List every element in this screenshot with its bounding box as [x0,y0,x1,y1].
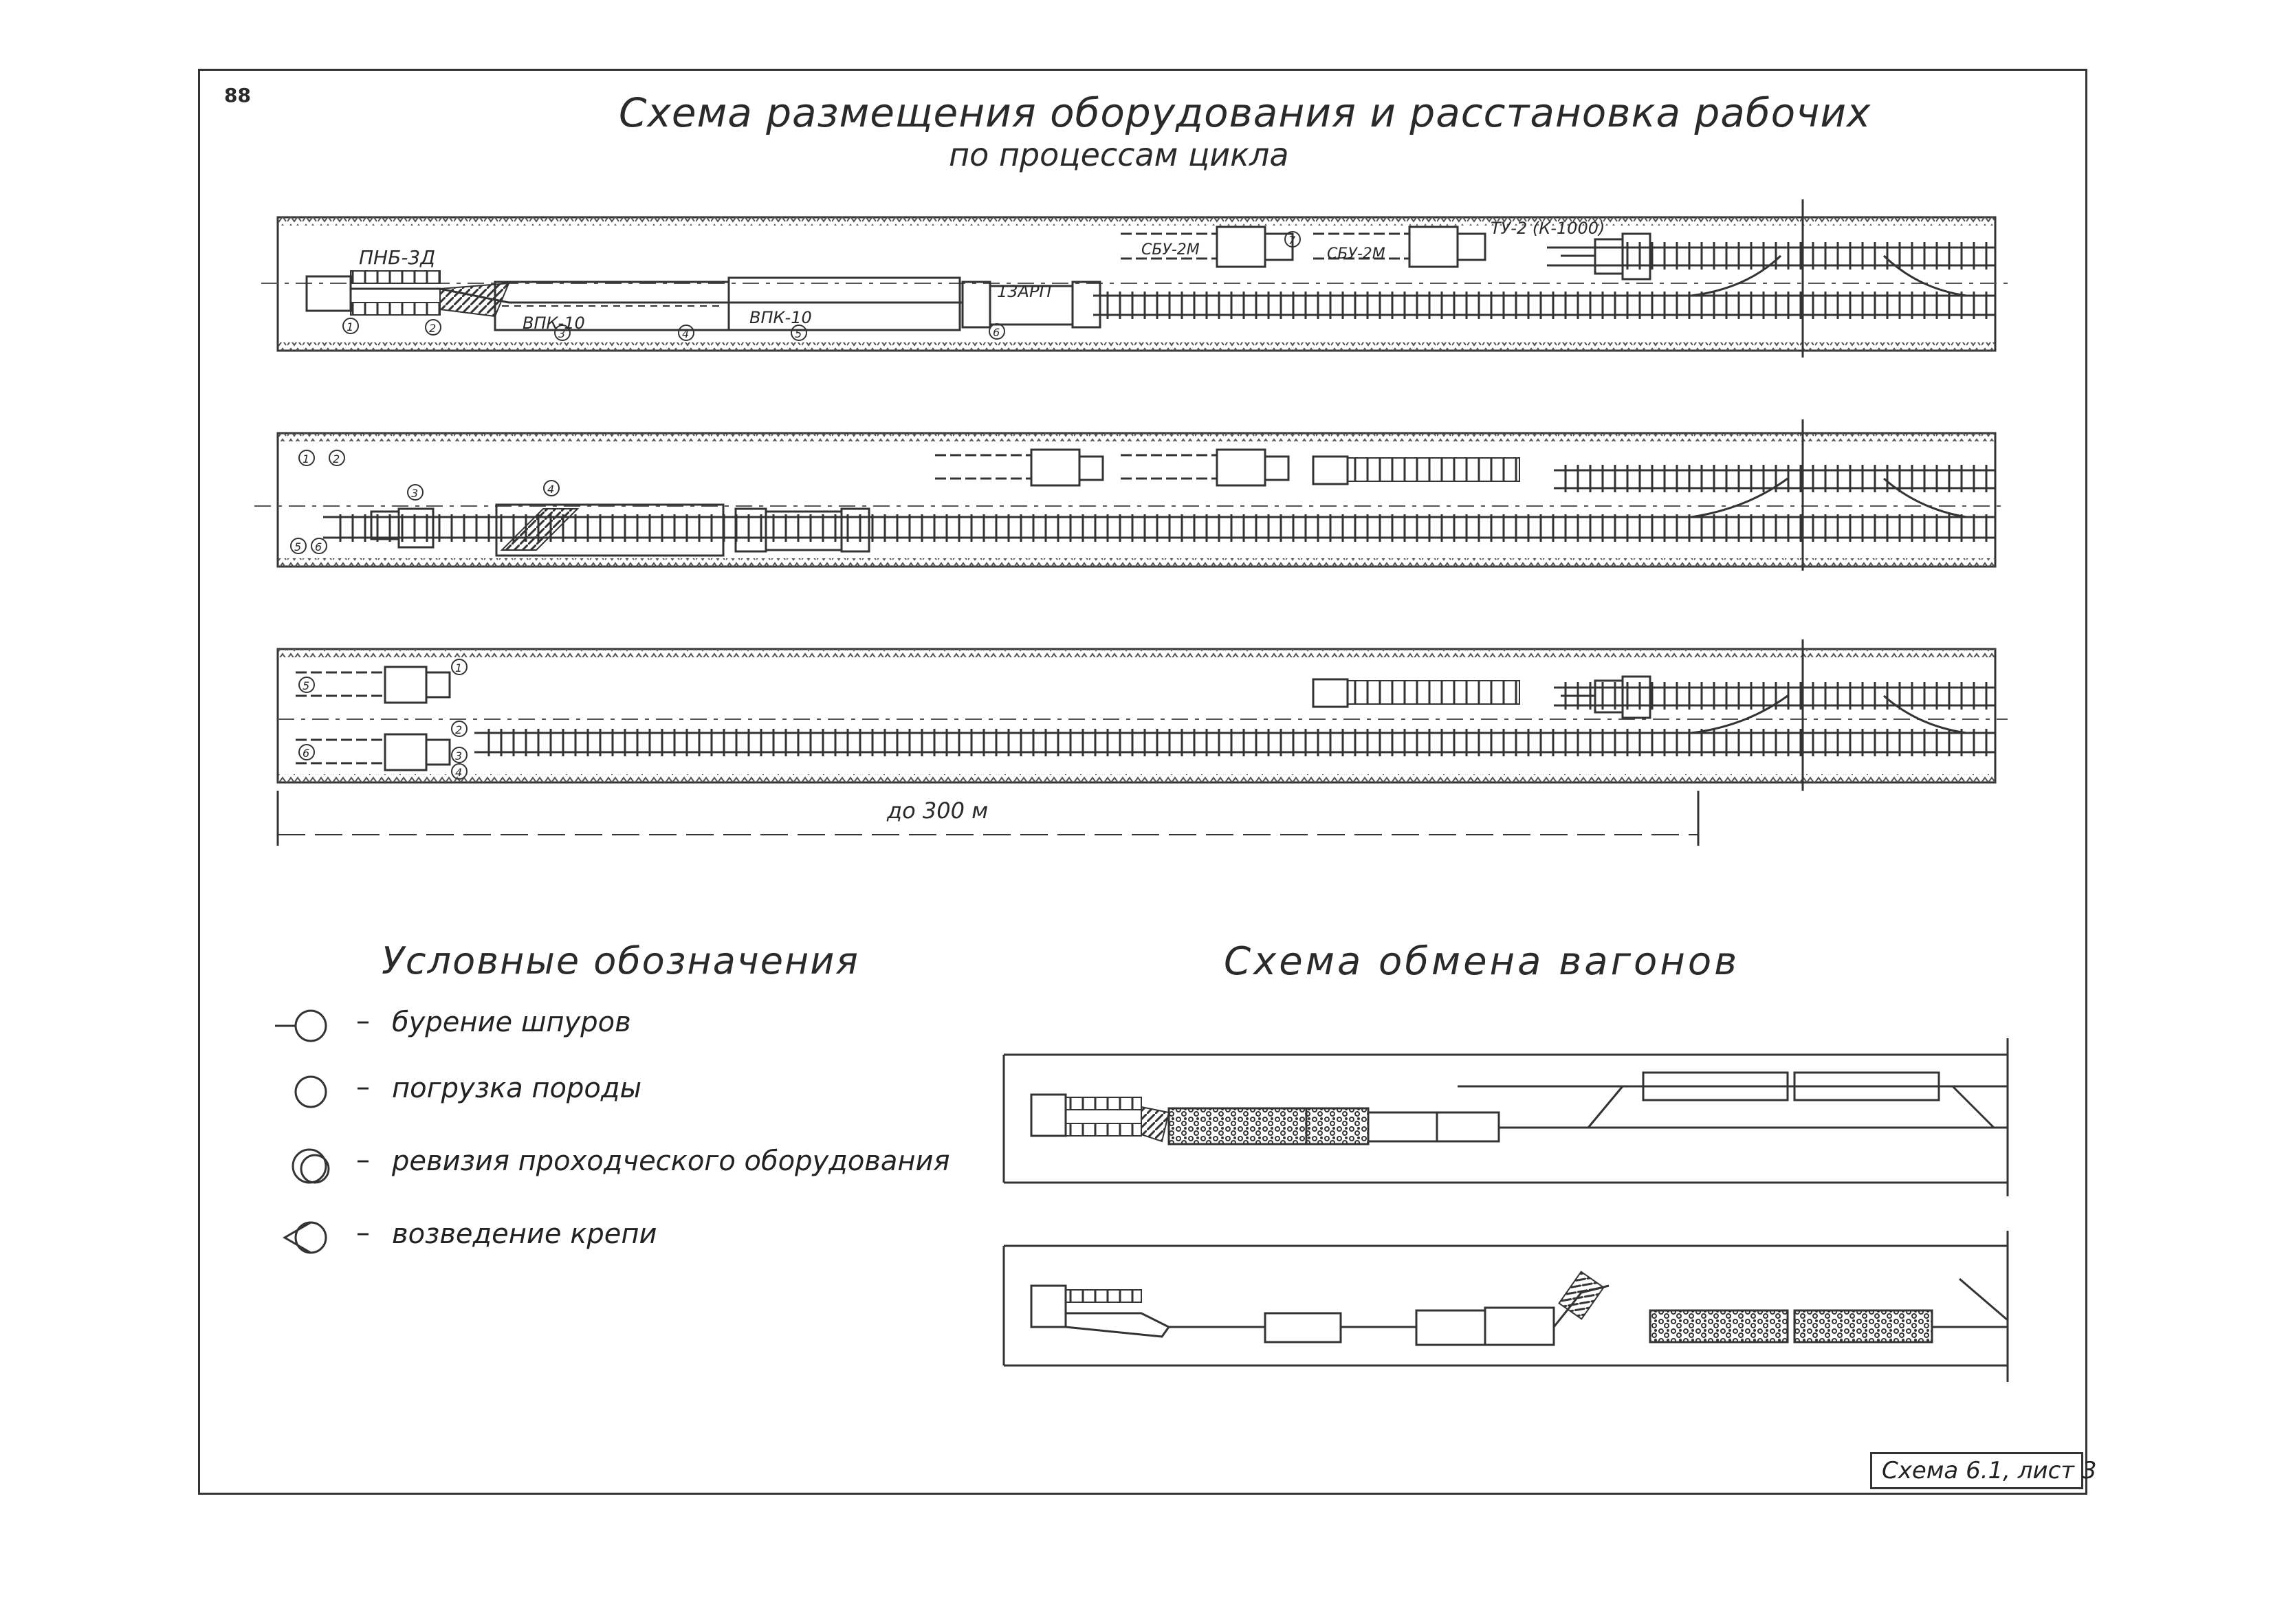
svg-text:5: 5 [303,679,309,692]
drill-rig-at-face [296,733,451,771]
svg-text:1: 1 [347,320,353,333]
label-conveyor-2: ВПК-10 [749,308,812,327]
worker-marker: 3 [451,747,468,763]
worker-marker: 4 [451,763,468,780]
drill-rig-2 [1313,226,1486,268]
svg-text:1: 1 [455,661,462,674]
worker-marker: 5 [791,325,807,341]
worker-marker: 2 [425,319,441,336]
drill-marker-icon [275,1009,327,1042]
label-loader: ПНБ-3Д [359,246,435,269]
svg-text:2: 2 [333,452,340,465]
track-switch [1882,254,1967,297]
rock-hatching-bottom [278,342,1995,351]
legend-text: погрузка породы [392,1073,642,1104]
empty-car [1415,1309,1486,1346]
rock-hatching-top [278,217,1995,226]
car-exchange-scheme-2 [1002,1231,2009,1382]
circle-marker-icon [294,1075,327,1108]
page-number: 88 [224,84,251,107]
distance-dimension [276,791,1700,846]
exchange-scheme-title: Схема обмена вагонов [1224,939,1740,984]
car-changer [1561,675,1651,719]
legend-title: Условные обозначения [382,939,859,983]
legend-text: возведение крепи [392,1218,657,1250]
svg-text:3: 3 [558,327,565,340]
label-drill-rig-2: СБУ-2М [1327,245,1385,263]
drill-rig-at-face [296,666,451,704]
face-icon [1030,1093,1067,1137]
worker-marker: 3 [407,484,424,501]
support-marker-icon [283,1221,327,1254]
empty-car [1642,1071,1789,1101]
car-exchange-scheme-1 [1002,1038,2009,1196]
label-dump-car: 13АРП [997,282,1051,301]
svg-text:6: 6 [303,747,309,760]
double-circle-marker-icon [292,1148,330,1184]
loader-at-muck [495,503,725,557]
worker-marker: 1 [451,659,468,675]
track-switch [1691,254,1782,297]
scheme-3-drilling-cut: 1 2 3 4 5 6 [276,639,2008,791]
worker-marker: 3 [554,325,571,341]
worker-marker: 4 [678,325,694,341]
diagram-title: Схема размещения оборудования и расстано… [619,89,1871,136]
svg-text:5: 5 [294,540,301,553]
svg-text:3: 3 [411,487,418,500]
worker-marker: 5 [290,538,307,554]
worker-marker: 6 [298,744,315,760]
scheme-1-drilling: ПНБ-3Д ВПК-10 ВПК-10 13АРП СБУ-2М СБУ-2М… [261,199,2008,358]
svg-text:5: 5 [795,327,802,340]
loaded-car [1793,1309,1933,1343]
drawing-sheet-frame [198,69,2087,1495]
svg-text:4: 4 [547,483,554,496]
worker-marker: 4 [543,480,560,496]
worker-marker: 6 [311,538,327,554]
label-conveyor-1: ВПК-10 [523,314,585,333]
svg-text:3: 3 [455,749,462,762]
legend-text: бурение шпуров [392,1007,631,1038]
drill-rig-parked [1121,448,1290,487]
drill-rig-parked [935,448,1104,487]
car-changer [1561,232,1651,281]
worker-marker: 7 [1284,231,1301,248]
svg-text:2: 2 [429,322,436,335]
scheme-2-loading: 1 2 3 4 5 6 [254,419,2008,571]
legend-dash: – [356,1005,370,1037]
label-car-changer: ТУ-2 (К-1000) [1491,219,1605,238]
loader-parked [1312,678,1520,708]
empty-car [1793,1071,1940,1101]
legend-dash: – [356,1217,370,1249]
worker-marker: 1 [342,318,359,334]
face-icon [1030,1284,1067,1328]
worker-marker: 1 [298,450,315,466]
diagram-subtitle: по процессам цикла [949,136,1289,173]
tunnel-outline [276,648,1997,784]
svg-text:1: 1 [303,452,309,465]
conveyor-2 [727,276,961,331]
svg-text:4: 4 [455,766,462,779]
svg-text:6: 6 [993,326,1000,339]
sheet-label-box: Схема 6.1, лист 3 [1870,1452,2097,1489]
legend-text: ревизия проходческого оборудования [392,1145,950,1177]
empty-car [1264,1312,1342,1343]
svg-text:7: 7 [1288,234,1296,247]
legend-dash: – [356,1071,370,1103]
worker-marker: 2 [451,721,468,737]
svg-text:6: 6 [315,540,322,553]
worker-marker: 6 [989,323,1005,340]
label-drill-rig-1: СБУ-2М [1141,241,1200,259]
worker-marker: 5 [298,677,315,693]
worker-marker: 2 [329,450,345,466]
distance-label: до 300 м [887,798,989,824]
legend-dash: – [356,1144,370,1176]
svg-text:2: 2 [455,723,462,736]
sheet-label: Схема 6.1, лист 3 [1882,1457,2097,1484]
loader-parked [1312,455,1520,485]
loaded-car [1649,1309,1789,1343]
svg-text:4: 4 [682,327,689,340]
loader-body [305,275,352,312]
